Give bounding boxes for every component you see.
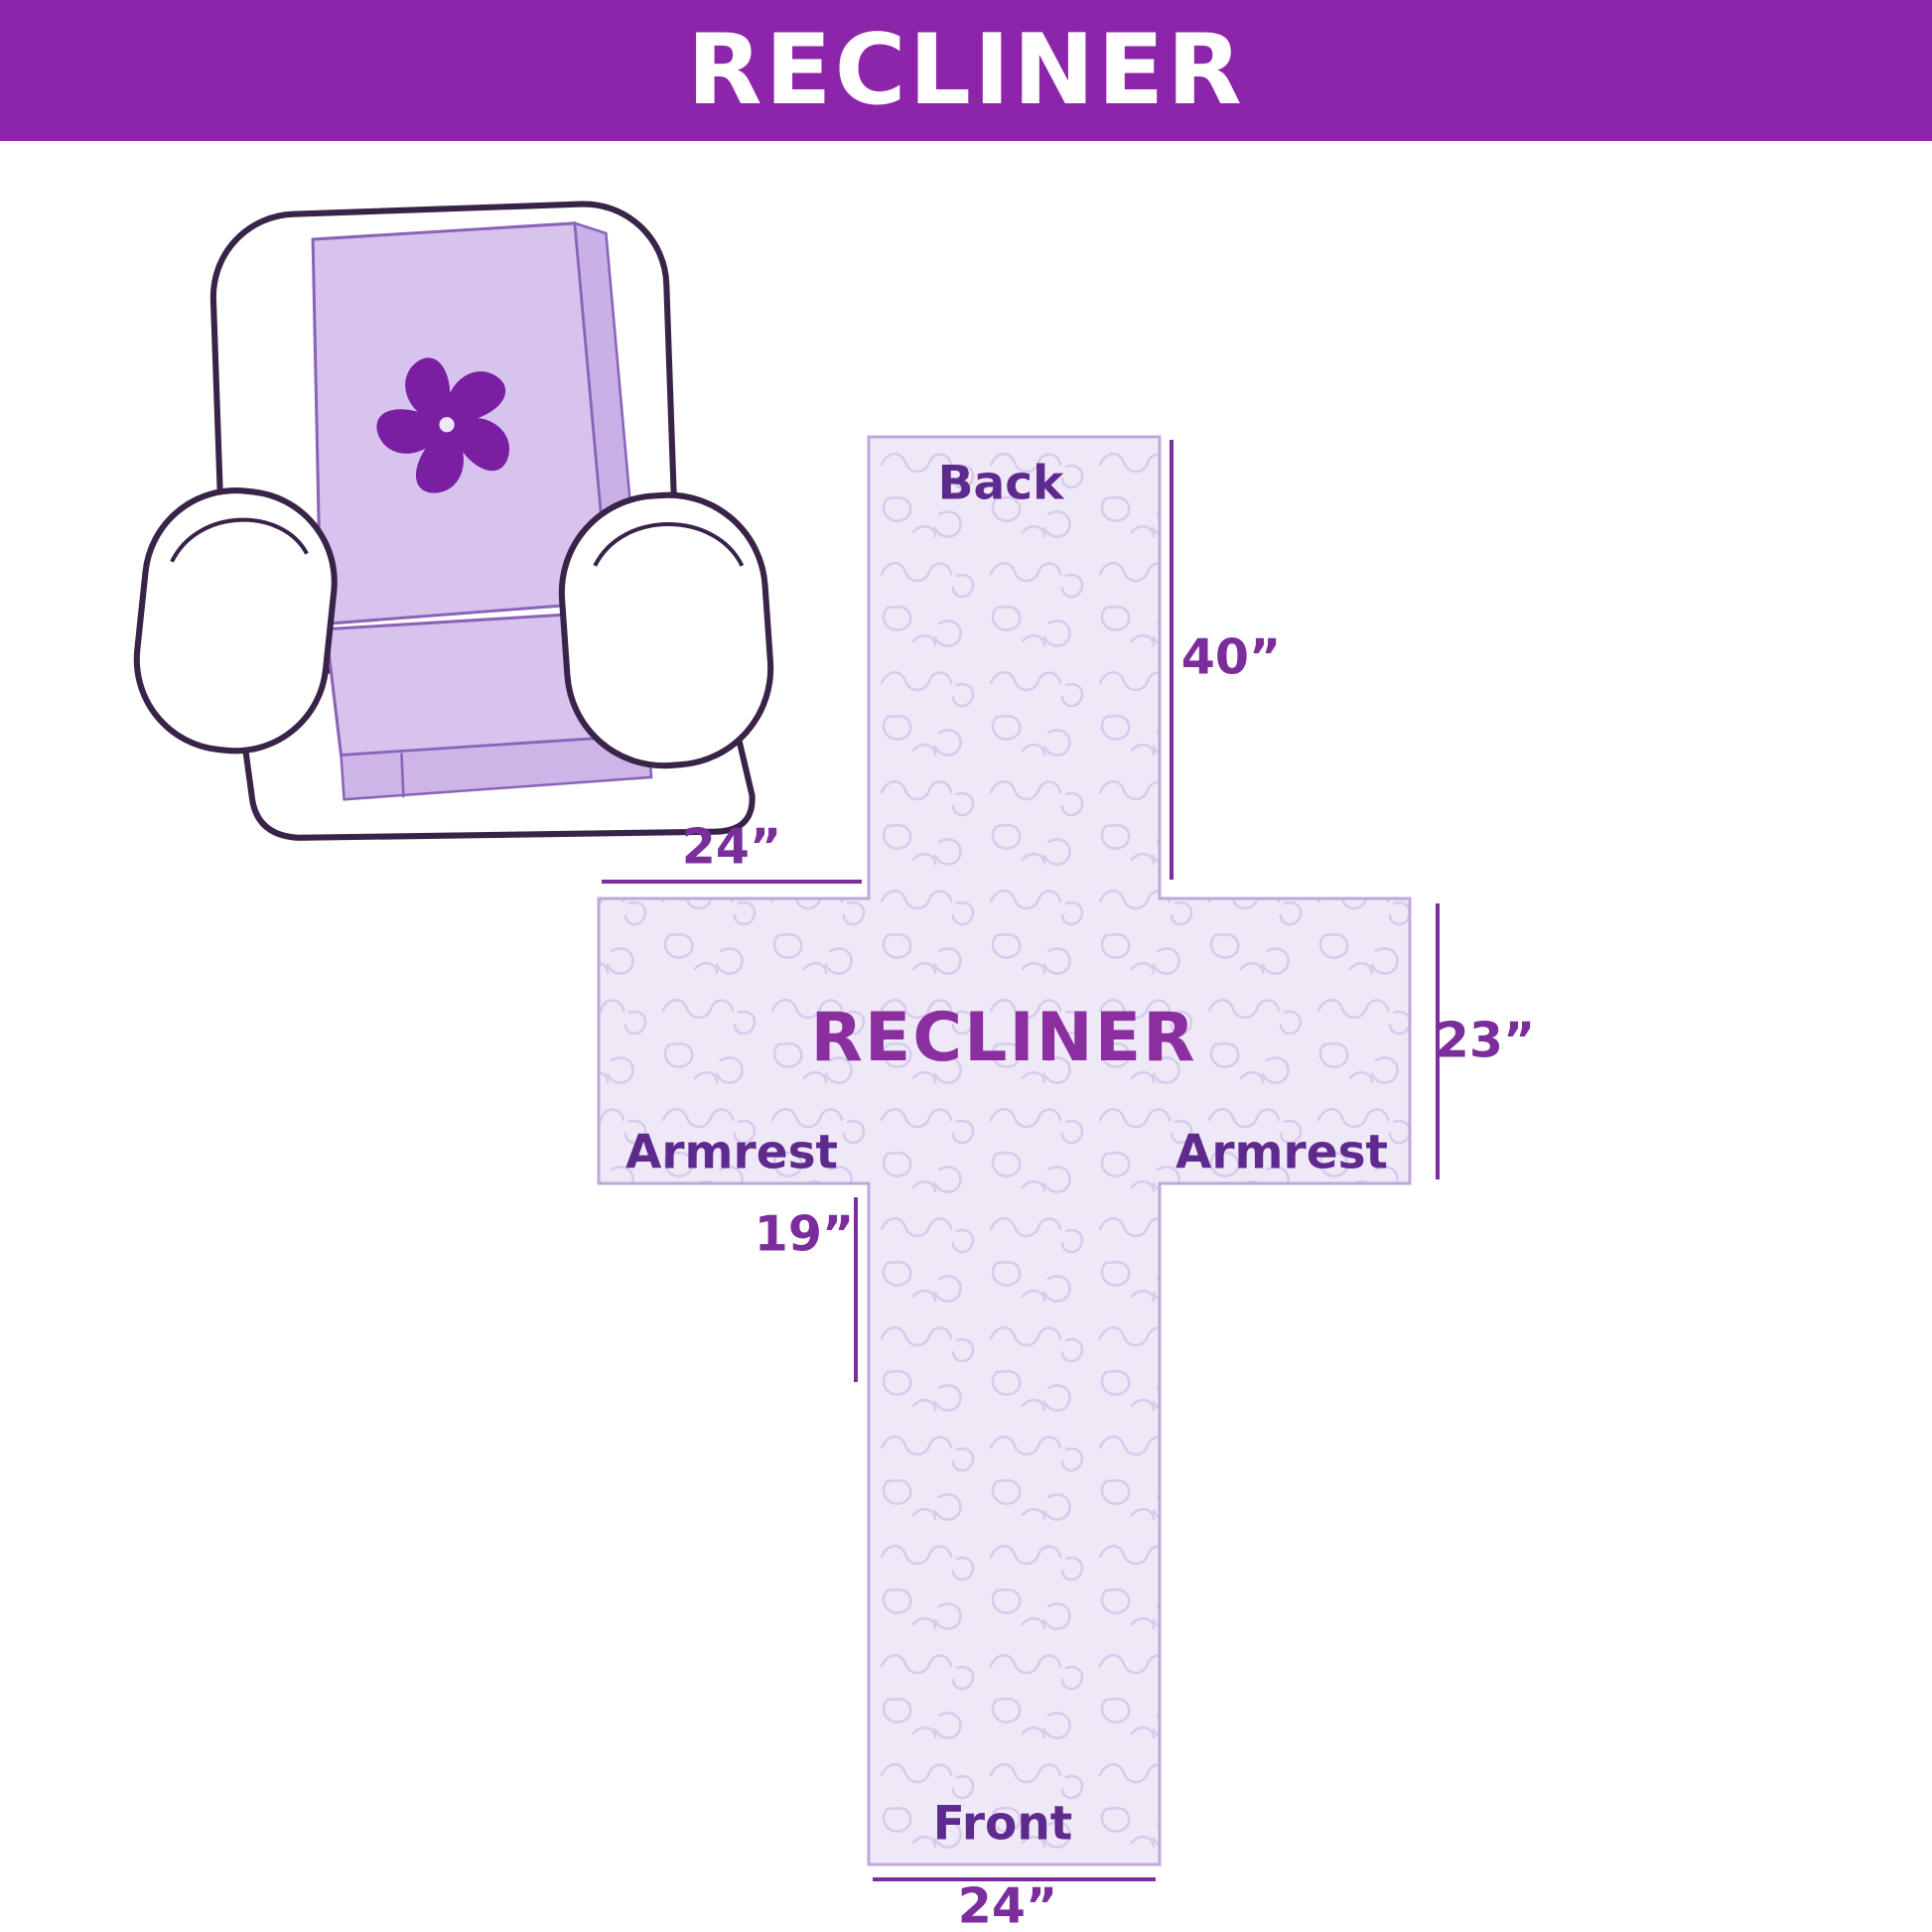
pinwheel-icon (376, 357, 509, 493)
armrest-right-label: Armrest (1174, 1125, 1389, 1180)
back-section-label: Back (937, 456, 1064, 511)
right-arm-roll-line (593, 522, 745, 567)
front-section-label: Front (932, 1796, 1073, 1852)
diagram-center-label: RECLINER (810, 999, 1197, 1077)
armrest-left-label: Armrest (624, 1125, 839, 1180)
page-title: RECLINER (687, 14, 1245, 127)
dim-back-width-label: 24” (681, 818, 782, 876)
cover-cross-shape (597, 435, 1412, 1866)
cover-slit-line (400, 753, 405, 798)
dim-front-height-label: 19” (754, 1205, 855, 1263)
chair-left-arm (133, 487, 338, 755)
seat-cover-flap (340, 733, 653, 801)
dim-front-width-label: 24” (957, 1877, 1058, 1932)
dim-armrest-height-label: 23” (1435, 1012, 1536, 1069)
chair-illustration-svg (133, 201, 774, 841)
left-arm-roll-line (170, 517, 309, 563)
chair-right-arm (558, 491, 774, 769)
dim-back-height-label: 40” (1180, 628, 1282, 686)
chair-illustration (99, 171, 784, 846)
header-banner: RECLINER (0, 0, 1932, 141)
